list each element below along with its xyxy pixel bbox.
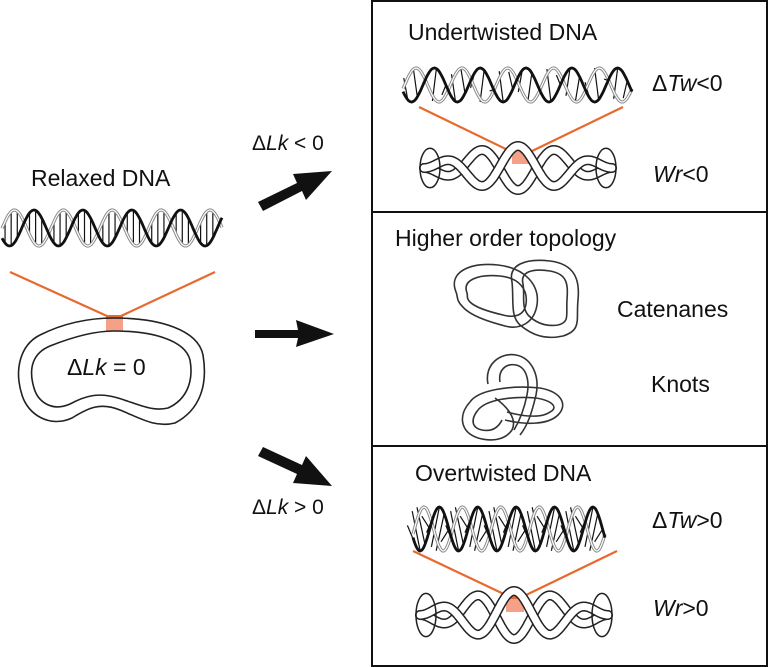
wr-variable: Wr bbox=[653, 595, 683, 621]
tw-value: <0 bbox=[696, 70, 723, 96]
catenanes-label: Catenanes bbox=[617, 296, 729, 322]
backbone-strand-front bbox=[0, 208, 224, 248]
overtwisted-dna-helix bbox=[406, 505, 607, 553]
wr-value: <0 bbox=[682, 161, 709, 187]
undertwisted-plectoneme bbox=[419, 140, 617, 196]
tw-value: >0 bbox=[696, 507, 723, 533]
undertwisted-title: Undertwisted DNA bbox=[408, 19, 598, 45]
arrow-right bbox=[255, 320, 334, 347]
undertwisted-twist-label: ΔTw<0 bbox=[652, 72, 723, 95]
overtwisted-title: Overtwisted DNA bbox=[415, 460, 592, 486]
backbone-strand-front bbox=[401, 66, 634, 104]
delta-symbol: Δ bbox=[652, 70, 668, 96]
tw-variable: Tw bbox=[667, 70, 697, 96]
base-pairs bbox=[4, 210, 220, 246]
delta-symbol: Δ bbox=[652, 507, 668, 533]
knot-icon bbox=[461, 353, 564, 441]
knots-label: Knots bbox=[651, 371, 710, 397]
undertwisted-writhe-label: Wr<0 bbox=[653, 163, 709, 186]
delta-symbol: Δ bbox=[252, 496, 267, 519]
overtwisted-zoom-lines bbox=[412, 550, 618, 612]
arrow-label-negative: ΔLk < 0 bbox=[252, 133, 324, 154]
lk-value: = 0 bbox=[106, 354, 146, 380]
catenane-icon bbox=[453, 259, 580, 339]
wr-value: >0 bbox=[682, 595, 709, 621]
tw-variable: Tw bbox=[667, 507, 697, 533]
lk-value: < 0 bbox=[288, 132, 324, 155]
lk-variable: Lk bbox=[266, 496, 289, 519]
wr-variable: Wr bbox=[653, 161, 683, 187]
lk-variable: Lk bbox=[82, 354, 107, 380]
arrow-down-right bbox=[258, 447, 332, 486]
higher-order-title: Higher order topology bbox=[395, 225, 617, 251]
arrow-label-positive: ΔLk > 0 bbox=[252, 497, 324, 518]
backbone-strand-front bbox=[411, 505, 607, 553]
delta-symbol: Δ bbox=[67, 354, 83, 380]
relaxed-zoom-lines bbox=[9, 270, 216, 331]
relaxed-delta-lk-label: ΔLk = 0 bbox=[67, 356, 146, 379]
arrow-up-right bbox=[258, 171, 332, 211]
overtwisted-twist-label: ΔTw>0 bbox=[652, 509, 723, 532]
undertwisted-dna-helix bbox=[401, 66, 634, 104]
overtwisted-plectoneme bbox=[415, 585, 613, 645]
relaxed-dna-helix bbox=[0, 208, 224, 248]
lk-value: > 0 bbox=[288, 496, 324, 519]
overtwisted-panel bbox=[371, 445, 768, 667]
lk-variable: Lk bbox=[266, 132, 289, 155]
delta-symbol: Δ bbox=[252, 132, 267, 155]
overtwisted-writhe-label: Wr>0 bbox=[653, 597, 709, 620]
relaxed-zoom-box bbox=[106, 315, 123, 331]
relaxed-circular-dna bbox=[17, 317, 206, 426]
relaxed-title: Relaxed DNA bbox=[31, 165, 171, 191]
